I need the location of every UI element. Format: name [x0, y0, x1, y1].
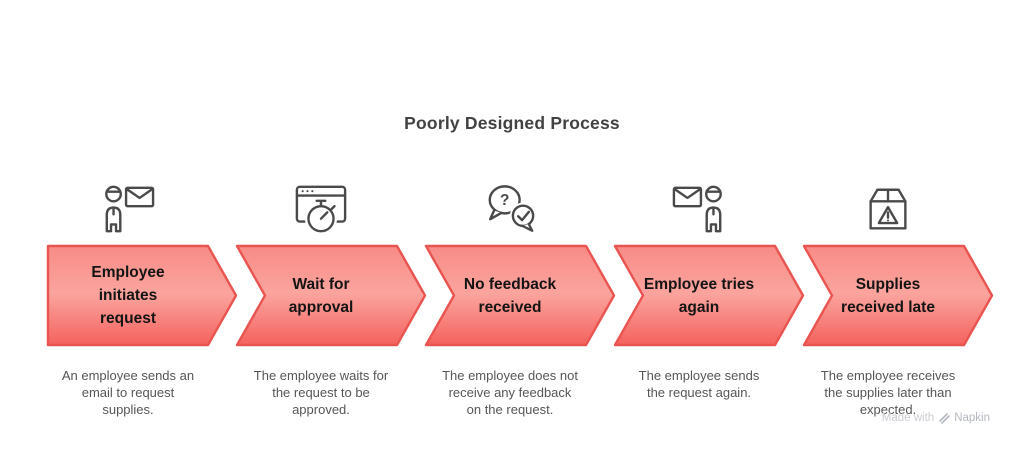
napkin-logo-icon [939, 413, 950, 424]
chevron-step-3 [424, 244, 616, 347]
step-label: Employee tries again [643, 275, 755, 316]
step-label: Wait for approval [288, 275, 354, 316]
email-person-icon [668, 183, 730, 237]
chevron-step-2 [235, 244, 427, 347]
diagram-title: Poorly Designed Process [404, 113, 620, 133]
step-label: No feedback received [463, 275, 557, 316]
watermark: Made with Napkin [882, 412, 990, 424]
speech-bubbles-question-icon: ? [479, 183, 541, 237]
chevron-step-5 [802, 244, 994, 347]
chevron-band [46, 244, 994, 347]
watermark-brand: Napkin [954, 412, 990, 424]
person-email-icon [97, 183, 159, 237]
step-description: The employee sends the request again. [638, 368, 760, 400]
chevron-step-4 [613, 244, 805, 347]
step-description: An employee sends an email to request su… [61, 368, 195, 417]
step-description: The employee waits for the request to be… [253, 368, 389, 417]
chevron-step-1 [46, 244, 238, 347]
svg-text:?: ? [500, 192, 509, 209]
step-description: The employee does not receive any feedba… [442, 368, 578, 417]
step-description: The employee receives the supplies later… [820, 368, 956, 417]
package-warning-icon [857, 183, 919, 237]
step-label: Employee initiates request [91, 264, 165, 327]
step-label: Supplies received late [841, 275, 935, 316]
watermark-made-with: Made with [881, 412, 935, 424]
window-stopwatch-icon [290, 183, 352, 237]
